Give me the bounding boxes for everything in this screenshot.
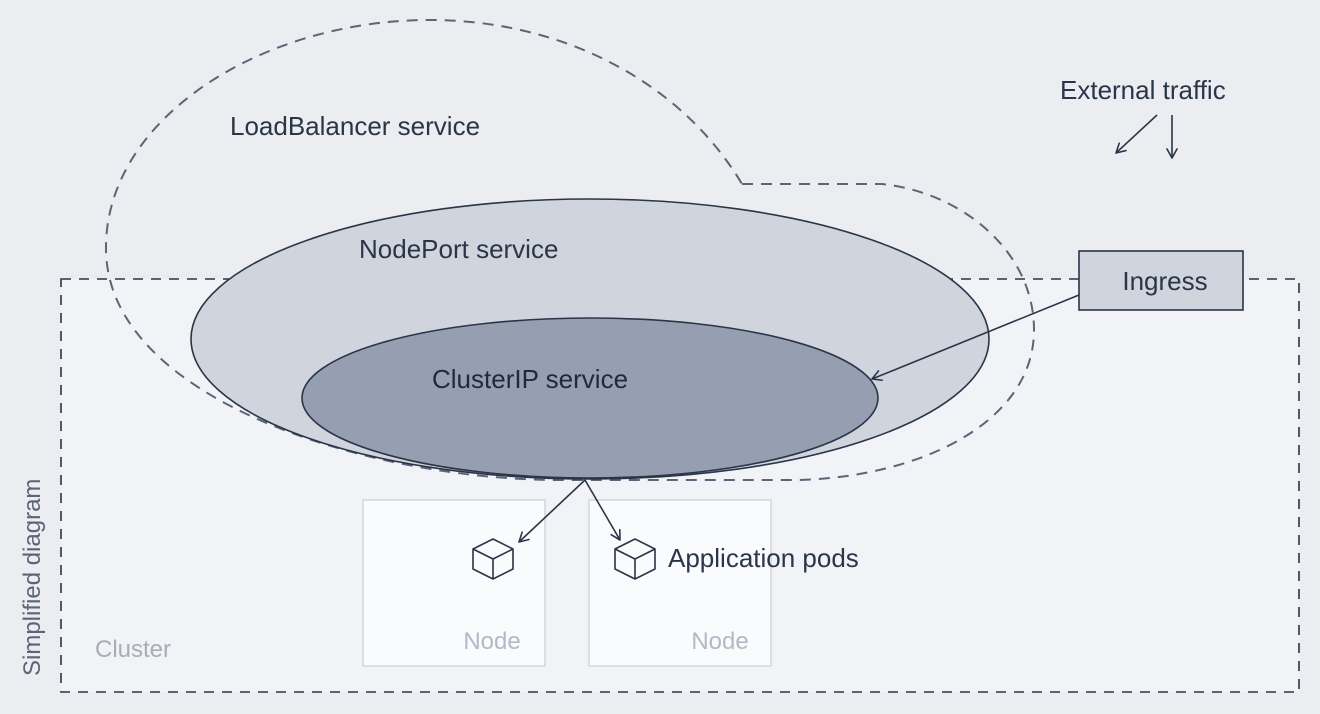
loadbalancer-boundary xyxy=(104,18,1036,481)
nodeport-label: NodePort service xyxy=(359,234,558,264)
application-pods-label: Application pods xyxy=(668,543,859,573)
ingress-box xyxy=(1078,250,1244,311)
clusterip-ellipse xyxy=(301,317,879,479)
node-label-2: Node xyxy=(691,628,748,655)
pod-arrow-right xyxy=(584,479,621,541)
ingress-arrow xyxy=(871,294,1080,382)
cube-icon xyxy=(472,538,514,580)
cluster-label: Cluster xyxy=(95,636,171,663)
node-label-1: Node xyxy=(463,628,520,655)
node-box-1 xyxy=(362,499,546,667)
ingress-label: Ingress xyxy=(1122,266,1207,296)
pod-arrow-left xyxy=(518,479,586,543)
simplified-diagram-label: Simplified diagram xyxy=(19,479,46,676)
external-traffic-label: External traffic xyxy=(1060,75,1226,105)
cube-icon xyxy=(614,538,656,580)
clusterip-label: ClusterIP service xyxy=(432,364,628,394)
node-box-2 xyxy=(588,499,772,667)
loadbalancer-label: LoadBalancer service xyxy=(230,111,480,141)
external-arrow-diagonal xyxy=(1115,114,1158,154)
